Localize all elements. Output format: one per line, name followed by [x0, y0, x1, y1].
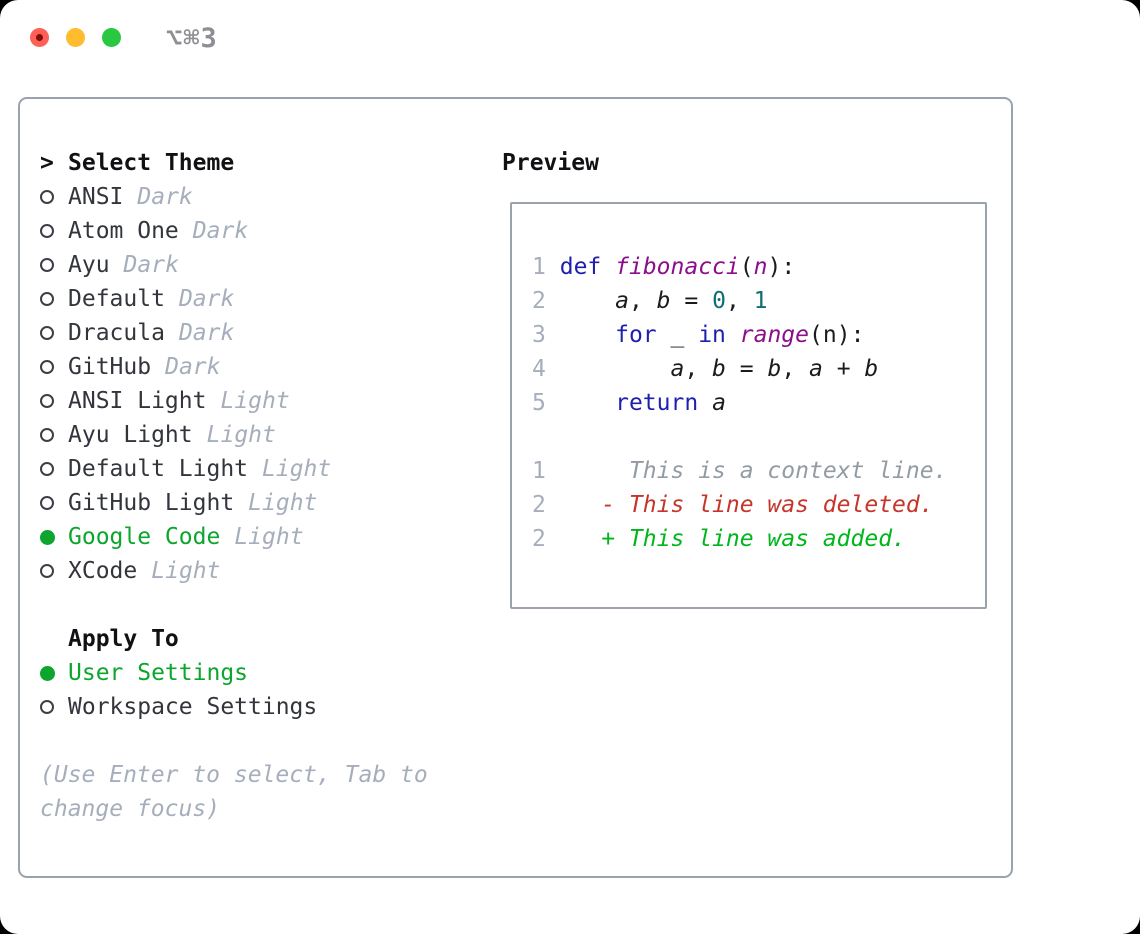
- theme-name: Default: [68, 286, 165, 312]
- radio-icon: [40, 564, 54, 578]
- radio-icon: [40, 292, 54, 306]
- theme-option-ansi-light[interactable]: ANSI Light Light: [40, 384, 428, 418]
- zoom-button[interactable]: [102, 28, 121, 47]
- radio-icon: [40, 326, 54, 340]
- theme-option-ayu-light[interactable]: Ayu Light Light: [40, 418, 428, 452]
- radio-icon: [40, 428, 54, 442]
- theme-variant: Light: [206, 422, 276, 448]
- hint-text: (Use Enter to select, Tab to change focu…: [40, 758, 428, 826]
- theme-variant: Dark: [137, 184, 193, 210]
- theme-variant: Dark: [165, 354, 221, 380]
- preview-line: [532, 420, 947, 454]
- theme-variant: Light: [262, 456, 332, 482]
- radio-icon: [40, 462, 54, 476]
- radio-icon: [40, 224, 54, 238]
- radio-icon: [40, 258, 54, 272]
- preview-line: 2 a, b = 0, 1: [532, 288, 768, 314]
- theme-name: Default Light: [68, 456, 249, 482]
- theme-name: ANSI: [68, 184, 124, 210]
- cursor-prefix: >: [40, 150, 54, 176]
- theme-variant: Dark: [192, 218, 249, 244]
- theme-name: Atom One: [68, 218, 179, 244]
- theme-option-default[interactable]: Default Dark: [40, 282, 428, 316]
- preview-line: 1 This is a context line.: [532, 458, 948, 484]
- select-theme-header-label: Select Theme: [68, 150, 235, 176]
- hint-line: (Use Enter to select, Tab to: [40, 762, 428, 788]
- theme-name: Dracula: [68, 320, 165, 346]
- preview-box: 1 def fibonacci(n): 2 a, b = 0, 1 3 for _ …: [510, 202, 987, 609]
- theme-name: ANSI Light: [68, 388, 207, 414]
- preview-line: 4 a, b = b, a + b: [532, 356, 879, 382]
- close-button[interactable]: [30, 28, 49, 47]
- theme-name: XCode: [68, 558, 138, 584]
- apply-to-header-label: Apply To: [68, 626, 179, 652]
- theme-name: Google Code: [68, 524, 221, 550]
- theme-name: GitHub Light: [68, 490, 235, 516]
- preview-header: Preview: [502, 146, 599, 180]
- preview-code: 1 def fibonacci(n): 2 a, b = 0, 1 3 for _ …: [532, 250, 947, 556]
- apply-option-label: User Settings: [68, 660, 249, 686]
- apply-to-header: Apply To: [40, 622, 428, 656]
- radio-selected-icon: [40, 665, 55, 681]
- theme-option-default-light[interactable]: Default Light Light: [40, 452, 428, 486]
- radio-icon: [40, 360, 54, 374]
- theme-variant: Dark: [178, 286, 235, 312]
- preview-line: 1 def fibonacci(n):: [532, 254, 796, 280]
- theme-option-ayu[interactable]: Ayu Dark: [40, 248, 428, 282]
- theme-name: Ayu: [68, 252, 110, 278]
- radio-icon: [40, 700, 54, 714]
- preview-line: 2 - This line was deleted.: [532, 492, 934, 518]
- preview-line: 5 return a: [532, 390, 726, 416]
- theme-variant: Light: [220, 388, 290, 414]
- minimize-button[interactable]: [66, 28, 85, 47]
- theme-variant: Light: [151, 558, 221, 584]
- theme-variant: Dark: [178, 320, 235, 346]
- spacer: [40, 724, 428, 758]
- theme-name: GitHub: [68, 354, 152, 380]
- apply-option-workspace-settings[interactable]: Workspace Settings: [40, 690, 428, 724]
- apply-option-user-settings[interactable]: User Settings: [40, 656, 428, 690]
- theme-variant: Light: [248, 490, 318, 516]
- radio-icon: [40, 190, 54, 204]
- apply-option-label: Workspace Settings: [68, 694, 318, 720]
- preview-line: 2 + This line was added.: [532, 526, 906, 552]
- preview-header-label: Preview: [502, 150, 599, 176]
- theme-variant: Dark: [123, 252, 179, 278]
- spacer: [40, 588, 428, 622]
- title-bar: ⌥⌘3: [0, 0, 1140, 75]
- radio-selected-icon: [40, 529, 55, 545]
- select-theme-header: > Select Theme: [40, 146, 428, 180]
- theme-option-atom-one[interactable]: Atom One Dark: [40, 214, 428, 248]
- radio-icon: [40, 394, 54, 408]
- radio-icon: [40, 496, 54, 510]
- window-title: ⌥⌘3: [166, 23, 218, 54]
- theme-option-ansi[interactable]: ANSI Dark: [40, 180, 428, 214]
- hint-line: change focus): [40, 796, 221, 822]
- theme-option-dracula[interactable]: Dracula Dark: [40, 316, 428, 350]
- theme-name: Ayu Light: [68, 422, 193, 448]
- theme-option-xcode[interactable]: XCode Light: [40, 554, 428, 588]
- theme-option-google-code[interactable]: Google Code Light: [40, 520, 428, 554]
- theme-variant: Light: [234, 524, 304, 550]
- preview-line: 3 for _ in range(n):: [532, 322, 865, 348]
- theme-option-github[interactable]: GitHub Dark: [40, 350, 428, 384]
- theme-option-github-light[interactable]: GitHub Light Light: [40, 486, 428, 520]
